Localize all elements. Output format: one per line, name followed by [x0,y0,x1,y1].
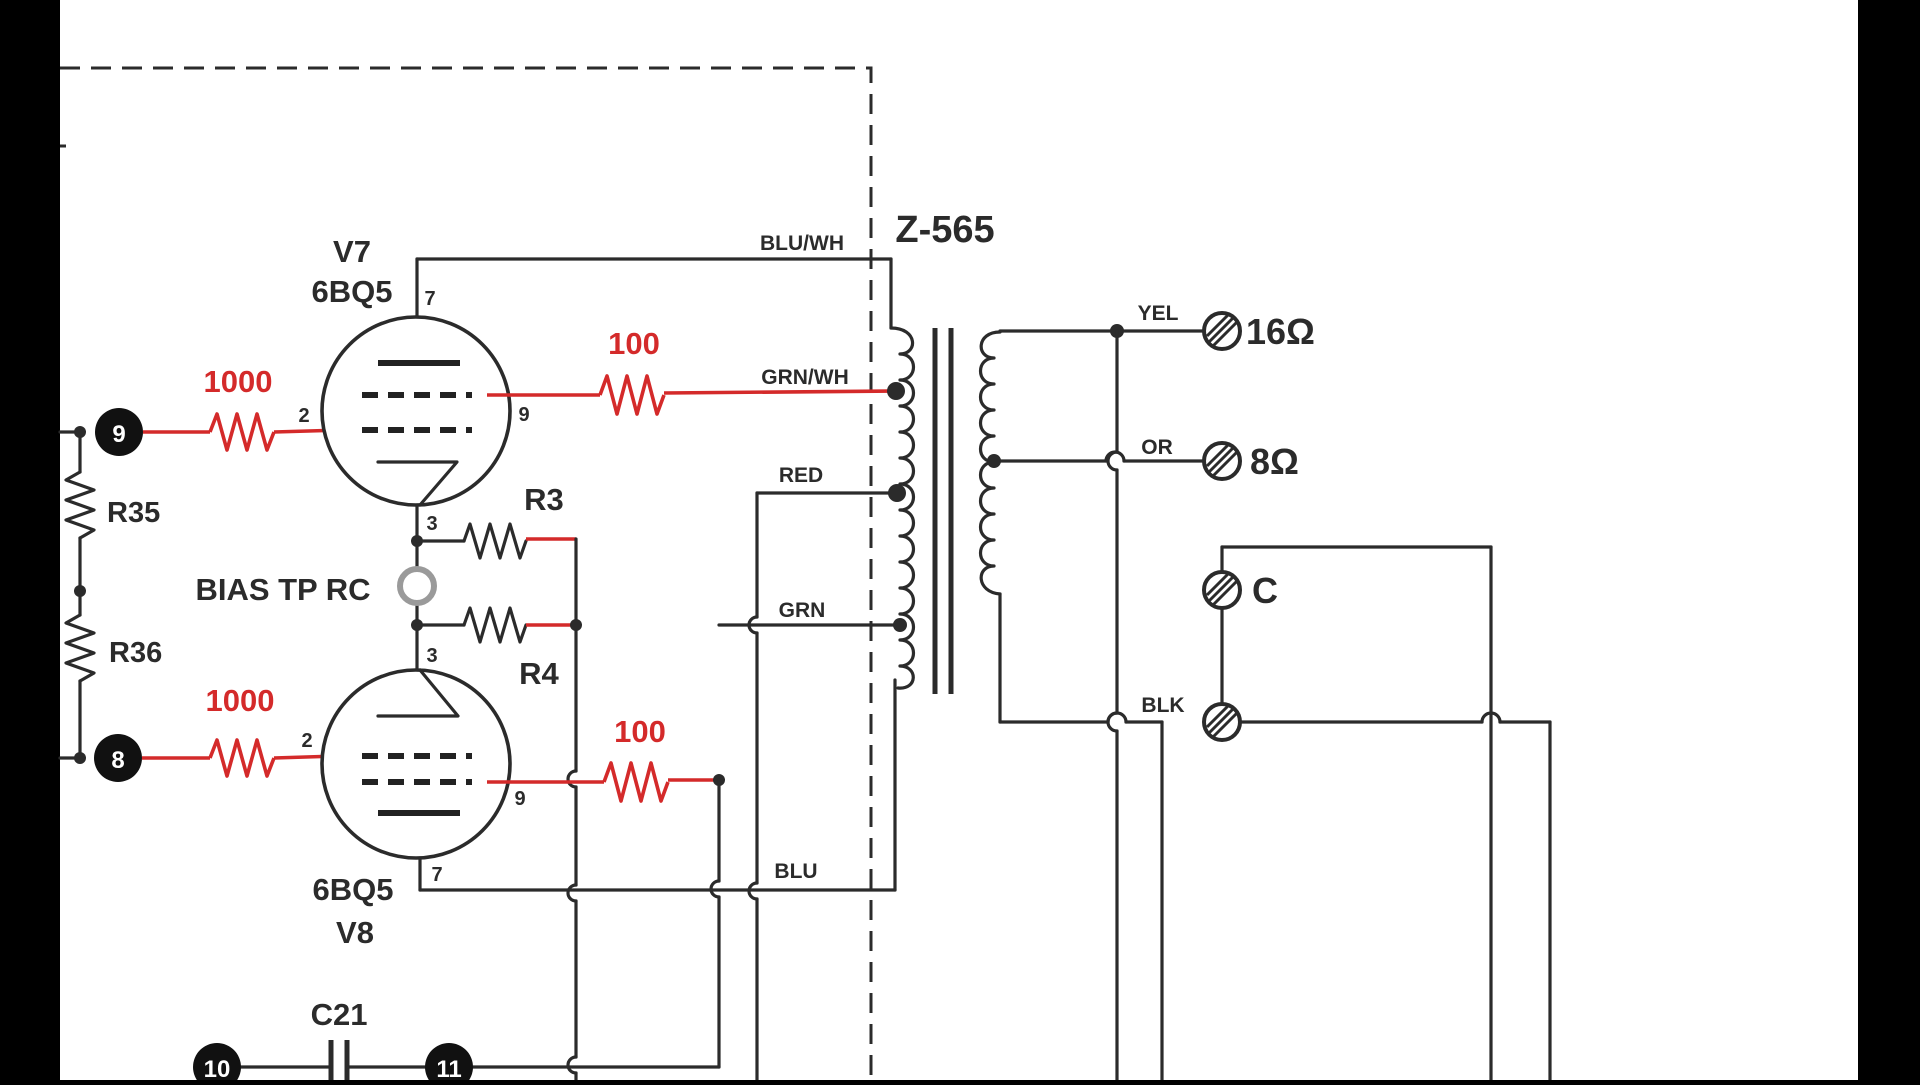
wire-red-label: RED [779,464,823,487]
node-11: 11 [425,1043,473,1085]
v8-screen-resistor-value: 100 [614,714,666,749]
tube-v8 [320,668,512,860]
wire-red [747,491,899,1082]
v7-screen-resistor [487,374,894,416]
node-10: 10 [193,1043,241,1085]
output-transformer [889,326,1002,694]
r4-resistor [462,606,528,644]
v7-pin-cathode: 3 [426,513,437,535]
terminal-common-label: C [1252,570,1278,611]
node-8-label: 8 [111,747,124,774]
primary-winding [889,326,916,690]
transformer-label: Z-565 [895,209,994,251]
v7-type-label: 6BQ5 [312,274,393,309]
schematic-paper [60,0,1858,1080]
r4-label: R4 [519,656,559,691]
node-9: 9 [95,408,143,456]
v8-pin-plate: 7 [431,864,442,886]
grn-wh-tap [887,382,905,400]
bias-test-point [397,566,437,606]
terminal-16-ohm-label: 16Ω [1246,311,1315,352]
cathode-network [411,503,582,1082]
v8-screen-resistor [487,761,725,803]
v8-pin-screen: 9 [514,788,525,810]
r3-label: R3 [524,482,564,517]
v7-screen-resistor-value: 100 [608,326,660,361]
r35-resistor [64,470,96,540]
screen-b-plus-wire [470,778,721,1069]
c21-label: C21 [311,997,368,1032]
v7-grid-resistor-value: 1000 [204,364,273,399]
v7-pin-grid: 2 [298,405,309,427]
v7-pin-plate: 7 [424,288,435,310]
node-9-label: 9 [112,421,125,448]
r36-resistor [64,613,96,683]
v8-type-label: 6BQ5 [313,872,394,907]
terminal-common [1202,570,1242,610]
wire-or-label: OR [1141,436,1173,459]
v7-label: V7 [333,234,371,269]
wire-blu-wh [415,257,893,330]
v8-grid-resistor-value: 1000 [206,683,275,718]
r35-label: R35 [107,497,160,529]
bias-label: BIAS TP RC [195,572,370,607]
wire-blu-wh-label: BLU/WH [760,232,844,255]
v7-cathode [376,460,459,507]
terminal-8-ohm [1202,441,1242,481]
v8-label: V8 [336,915,374,950]
grid-network [58,426,96,764]
wire-blu-label: BLU [774,860,817,883]
node-10-label: 10 [204,1056,231,1080]
v8-pin-grid: 2 [301,730,312,752]
wire-grn-label: GRN [779,599,826,622]
chassis-boundary [60,66,873,1080]
terminal-8-ohm-label: 8Ω [1250,441,1299,482]
v8-pin-cathode: 3 [426,645,437,667]
wire-grn-wh-label: GRN/WH [761,366,849,389]
wire-blu [418,678,897,892]
v7-pin-screen: 9 [518,404,529,426]
wire-blk-label: BLK [1141,694,1184,717]
wire-yel-label: YEL [1138,302,1179,325]
node-11-label: 11 [436,1056,461,1080]
secondary-wiring [987,324,1552,1082]
terminal-16-ohm [1202,311,1242,351]
terminal-ground [1202,702,1242,742]
node-8: 8 [94,734,142,782]
v8-cathode [376,668,460,718]
tube-v7 [320,315,512,507]
c21-capacitor [238,1040,428,1080]
r36-label: R36 [109,637,162,669]
r3-resistor [462,522,528,560]
